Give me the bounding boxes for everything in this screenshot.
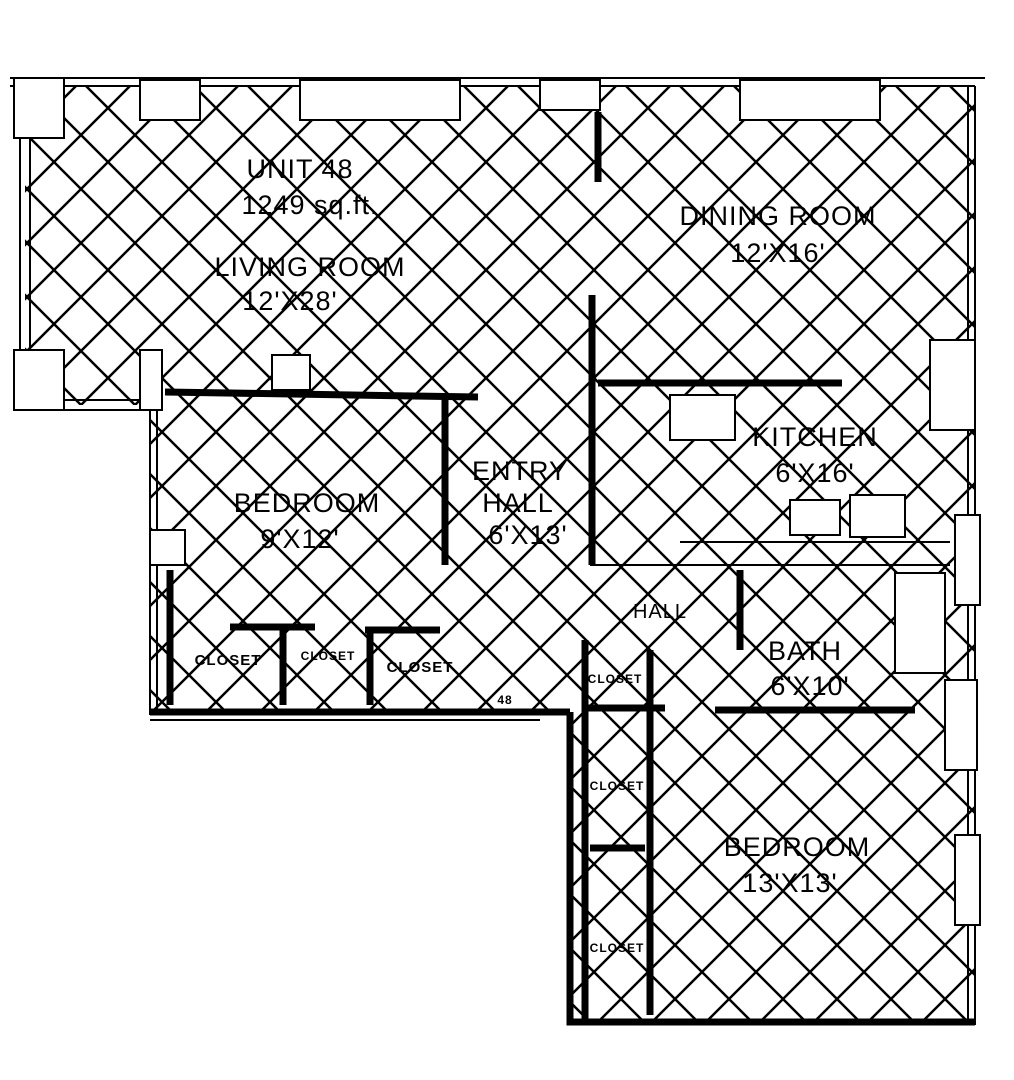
unit-name: UNIT 48	[246, 154, 353, 184]
closet-label: CLOSET	[301, 649, 356, 663]
entry-door-label: 48	[497, 693, 512, 707]
living-room-label: LIVING ROOM	[214, 252, 405, 282]
closet-label: CLOSET	[590, 941, 645, 955]
entry-hall-label: HALL	[482, 488, 554, 518]
kitchen-size: 6'X16'	[775, 458, 854, 488]
bedroom-1-label: BEDROOM	[234, 488, 381, 518]
entry-hall-size: 6'X13'	[488, 520, 567, 550]
closet-label: CLOSET	[387, 659, 454, 676]
unit-area: 1249 sq.ft.	[241, 190, 378, 220]
bedroom-1-size: 9'X12'	[260, 524, 339, 554]
kitchen-label: KITCHEN	[752, 422, 878, 452]
hall-label: HALL	[633, 601, 687, 623]
bath-size: 6'X10'	[770, 671, 849, 701]
bedroom-2-label: BEDROOM	[724, 832, 871, 862]
exterior-walls	[10, 77, 985, 1026]
dining-room-label: DINING ROOM	[680, 201, 877, 231]
interior-walls	[164, 112, 950, 1020]
closet-label: CLOSET	[588, 672, 643, 686]
closet-label: CLOSET	[590, 779, 645, 793]
living-room-size: 12'X28'	[242, 286, 337, 316]
bedroom-2-size: 13'X13'	[742, 868, 837, 898]
bath-label: BATH	[768, 636, 842, 666]
entry-label: ENTRY	[472, 456, 568, 486]
closet-label: CLOSET	[195, 652, 262, 669]
dining-room-size: 12'X16'	[730, 238, 825, 268]
